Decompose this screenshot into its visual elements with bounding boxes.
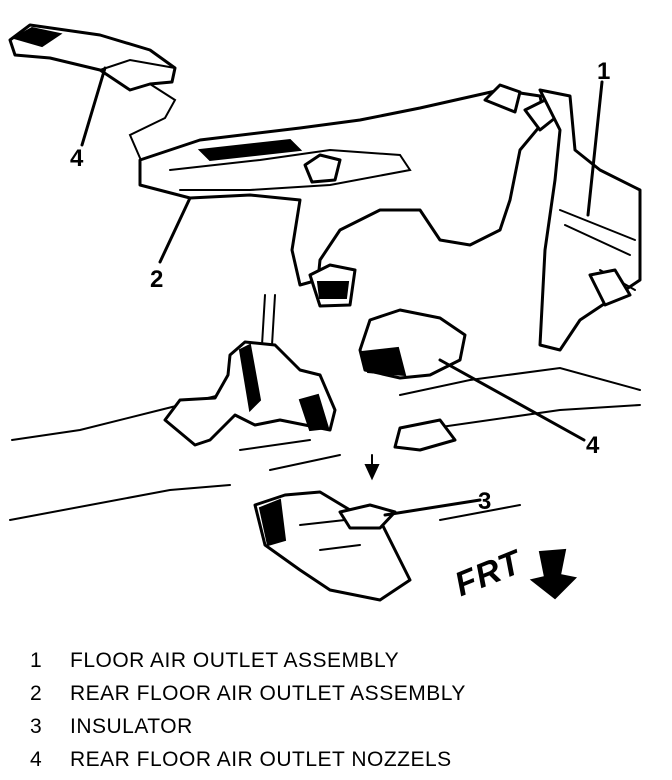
legend-text: REAR FLOOR AIR OUTLET ASSEMBLY bbox=[70, 681, 466, 705]
parts-legend: 1 FLOOR AIR OUTLET ASSEMBLY 2 REAR FLOOR… bbox=[30, 644, 650, 776]
rear-floor-outlet-assembly bbox=[138, 83, 557, 308]
rear-floor-outlet-nozzle-upper bbox=[8, 23, 177, 159]
frt-arrow-icon bbox=[529, 548, 578, 600]
legend-text: INSULATOR bbox=[70, 714, 193, 738]
legend-row: 1 FLOOR AIR OUTLET ASSEMBLY bbox=[30, 644, 650, 677]
callout-1: 1 bbox=[597, 58, 611, 85]
floor-air-outlet-diagram bbox=[8, 23, 642, 602]
legend-number: 4 bbox=[30, 747, 43, 771]
legend-row: 3 INSULATOR bbox=[30, 710, 650, 743]
legend-number: 2 bbox=[30, 681, 43, 705]
legend-number: 3 bbox=[30, 714, 43, 738]
floor-air-outlet-assembly bbox=[538, 88, 642, 352]
legend-text: REAR FLOOR AIR OUTLET NOZZELS bbox=[70, 747, 452, 771]
shifter-bracket bbox=[163, 294, 337, 447]
callout-2: 2 bbox=[150, 266, 164, 293]
legend-text: FLOOR AIR OUTLET ASSEMBLY bbox=[70, 648, 400, 672]
legend-row: 2 REAR FLOOR AIR OUTLET ASSEMBLY bbox=[30, 677, 650, 710]
callout-3: 3 bbox=[478, 488, 492, 515]
insulator-arrow-head bbox=[364, 464, 380, 481]
rear-floor-outlet-nozzle-lower bbox=[358, 308, 467, 380]
leader-lines bbox=[80, 66, 604, 517]
legend-number: 1 bbox=[30, 648, 43, 672]
insulator bbox=[338, 418, 457, 530]
legend-row: 4 REAR FLOOR AIR OUTLET NOZZELS bbox=[30, 743, 650, 776]
callout-4-upper: 4 bbox=[70, 145, 84, 172]
callout-4-lower: 4 bbox=[586, 432, 600, 459]
